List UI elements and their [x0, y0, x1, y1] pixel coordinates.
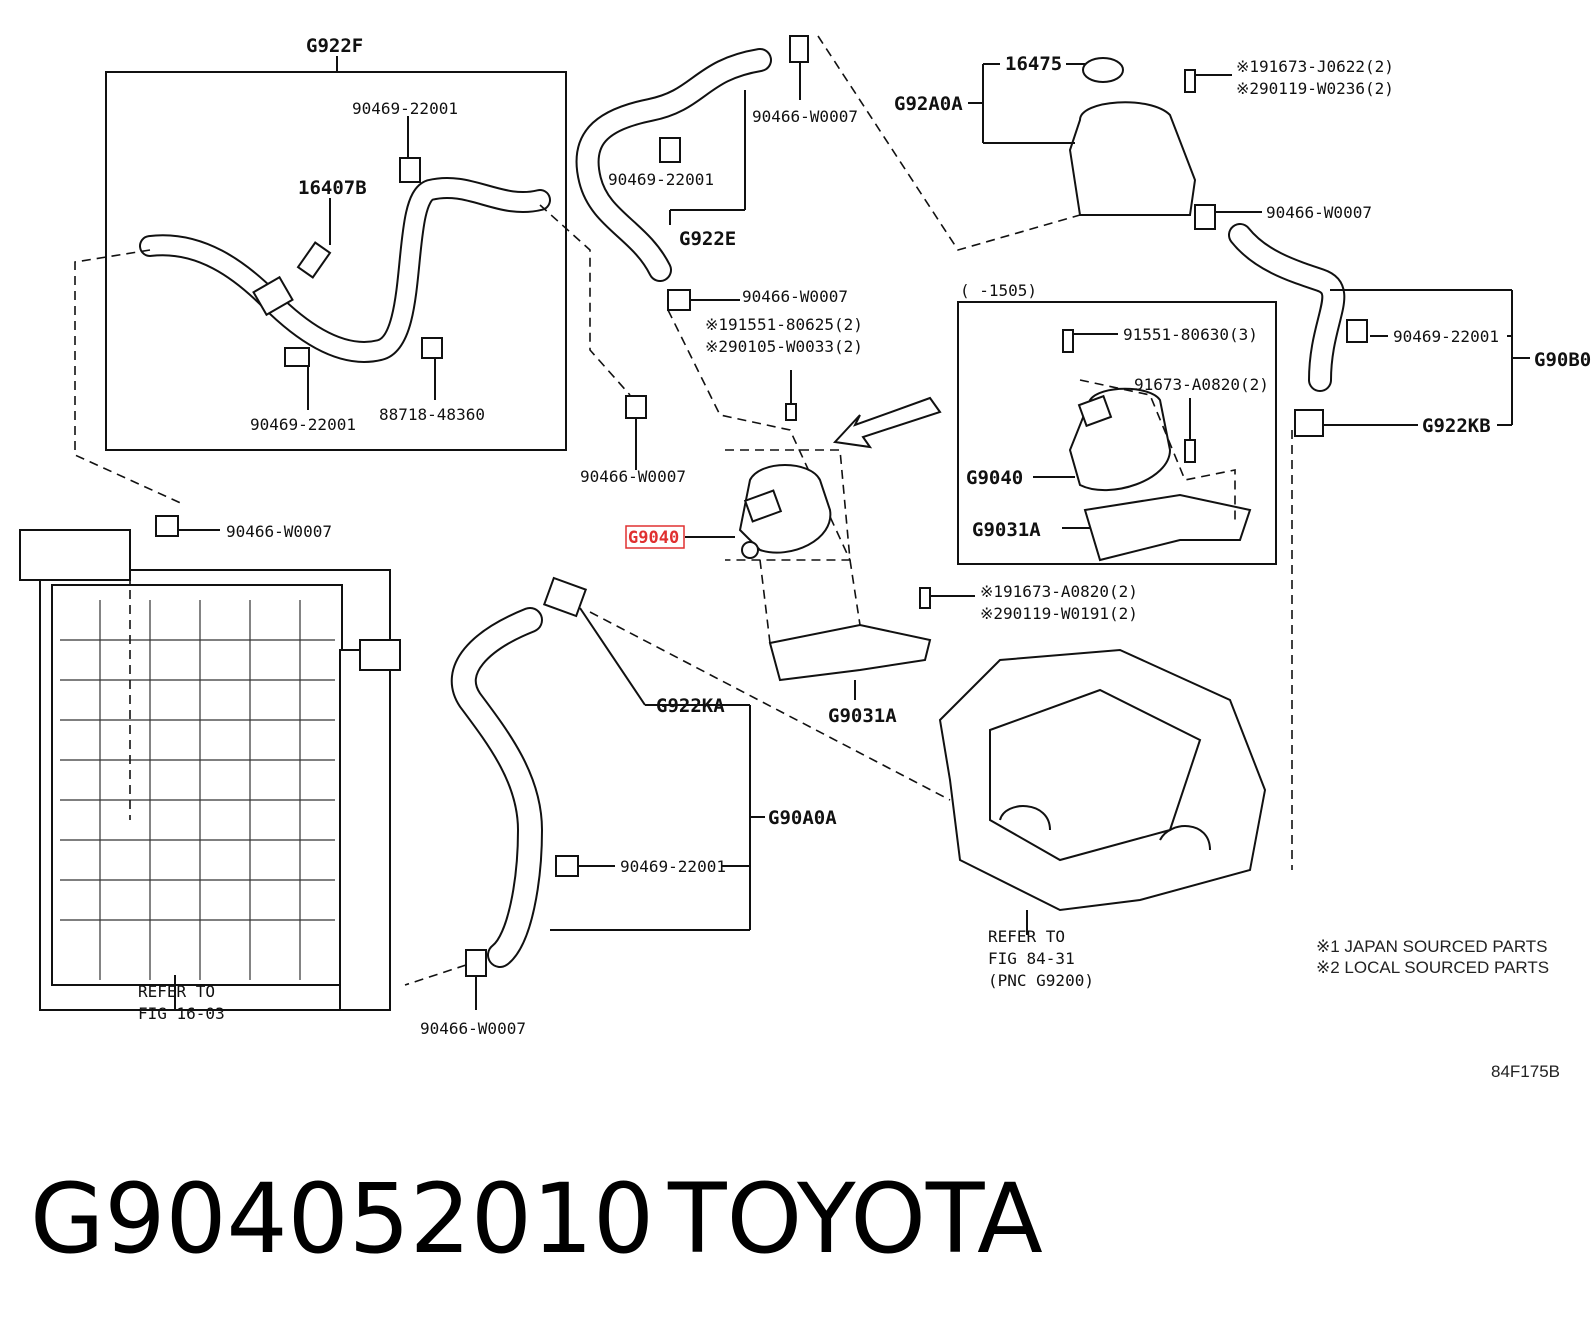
label-g9040-highlight[interactable]: G9040 [628, 528, 679, 548]
label-g90b0: G90B0 [1534, 349, 1591, 371]
highlight-box [625, 525, 685, 549]
label-g9031a: G9031A [828, 705, 897, 727]
hose-16407b [139, 176, 551, 363]
label-s2-90105: ※290105-W0033(2) [705, 337, 863, 356]
inset-box [957, 301, 1277, 565]
label-90466-f: 90466-W0007 [1266, 203, 1372, 222]
label-refer-1603-b: FIG 16-03 [138, 1004, 225, 1023]
clamp-b [284, 347, 310, 367]
label-90466-d: 90466-W0007 [226, 522, 332, 541]
label-g922kb: G922KB [1422, 415, 1491, 437]
label-90469-c: 90469-22001 [608, 170, 714, 189]
label-90469-e: 90469-22001 [1393, 327, 1499, 346]
label-s2-90119w: ※290119-W0236(2) [1236, 79, 1394, 98]
label-refer-8431-c: (PNC G9200) [988, 971, 1094, 990]
label-g922f: G922F [306, 35, 363, 57]
label-90466-e: 90466-W0007 [420, 1019, 526, 1038]
label-g90a0a: G90A0A [768, 807, 837, 829]
label-inset-range: ( -1505) [960, 281, 1037, 300]
label-refer-1603-a: REFER TO [138, 982, 215, 1001]
inset-bracket-g9031a [1083, 493, 1252, 562]
label-inset-91551: 91551-80630(3) [1123, 325, 1258, 344]
cap-16475 [1082, 57, 1124, 83]
label-16475: 16475 [1005, 53, 1062, 75]
valve-16407b [296, 241, 332, 279]
label-90466-a: 90466-W0007 [752, 107, 858, 126]
label-s1-91551: ※191551-80625(2) [705, 315, 863, 334]
label-s2-90119: ※290119-W0191(2) [980, 604, 1138, 623]
label-s1-91673: ※191673-A0820(2) [980, 582, 1138, 601]
label-g922e: G922E [679, 228, 736, 250]
bracket-g9031a [768, 623, 932, 682]
pump-g9040 [738, 464, 832, 554]
footer-brand: TOYOTA [667, 1163, 1043, 1275]
g922f-box [105, 71, 567, 451]
label-88718: 88718-48360 [379, 405, 485, 424]
label-s1-91673j: ※191673-J0622(2) [1236, 57, 1394, 76]
label-g922ka: G922KA [656, 695, 725, 717]
inverter-g9200 [938, 648, 1267, 912]
clamp-c [421, 337, 443, 359]
clamp-a [399, 157, 421, 183]
label-16407b: 16407B [298, 177, 367, 199]
reservoir [1068, 101, 1197, 216]
label-90469-b: 90469-22001 [250, 415, 356, 434]
figure-code: 84F175B [1491, 1062, 1560, 1081]
label-90469-a: 90469-22001 [352, 99, 458, 118]
label-refer-8431-b: FIG 84-31 [988, 949, 1075, 968]
label-inset-g9031a: G9031A [972, 519, 1041, 541]
radiator [39, 569, 391, 1011]
label-refer-8431-a: REFER TO [988, 927, 1065, 946]
label-g92a0a: G92A0A [894, 93, 963, 115]
connector-g922kb [1294, 409, 1324, 437]
note-local: ※2 LOCAL SOURCED PARTS [1316, 958, 1549, 977]
label-90466-b: 90466-W0007 [742, 287, 848, 306]
label-inset-g9040: G9040 [966, 467, 1023, 489]
label-inset-91673: 91673-A0820(2) [1134, 375, 1269, 394]
label-90469-d: 90469-22001 [620, 857, 726, 876]
footer-part-number: G904052010 [30, 1163, 654, 1275]
note-japan: ※1 JAPAN SOURCED PARTS [1316, 937, 1548, 956]
arrow [832, 396, 942, 449]
label-90466-c: 90466-W0007 [580, 467, 686, 486]
radiator-core [60, 600, 335, 980]
